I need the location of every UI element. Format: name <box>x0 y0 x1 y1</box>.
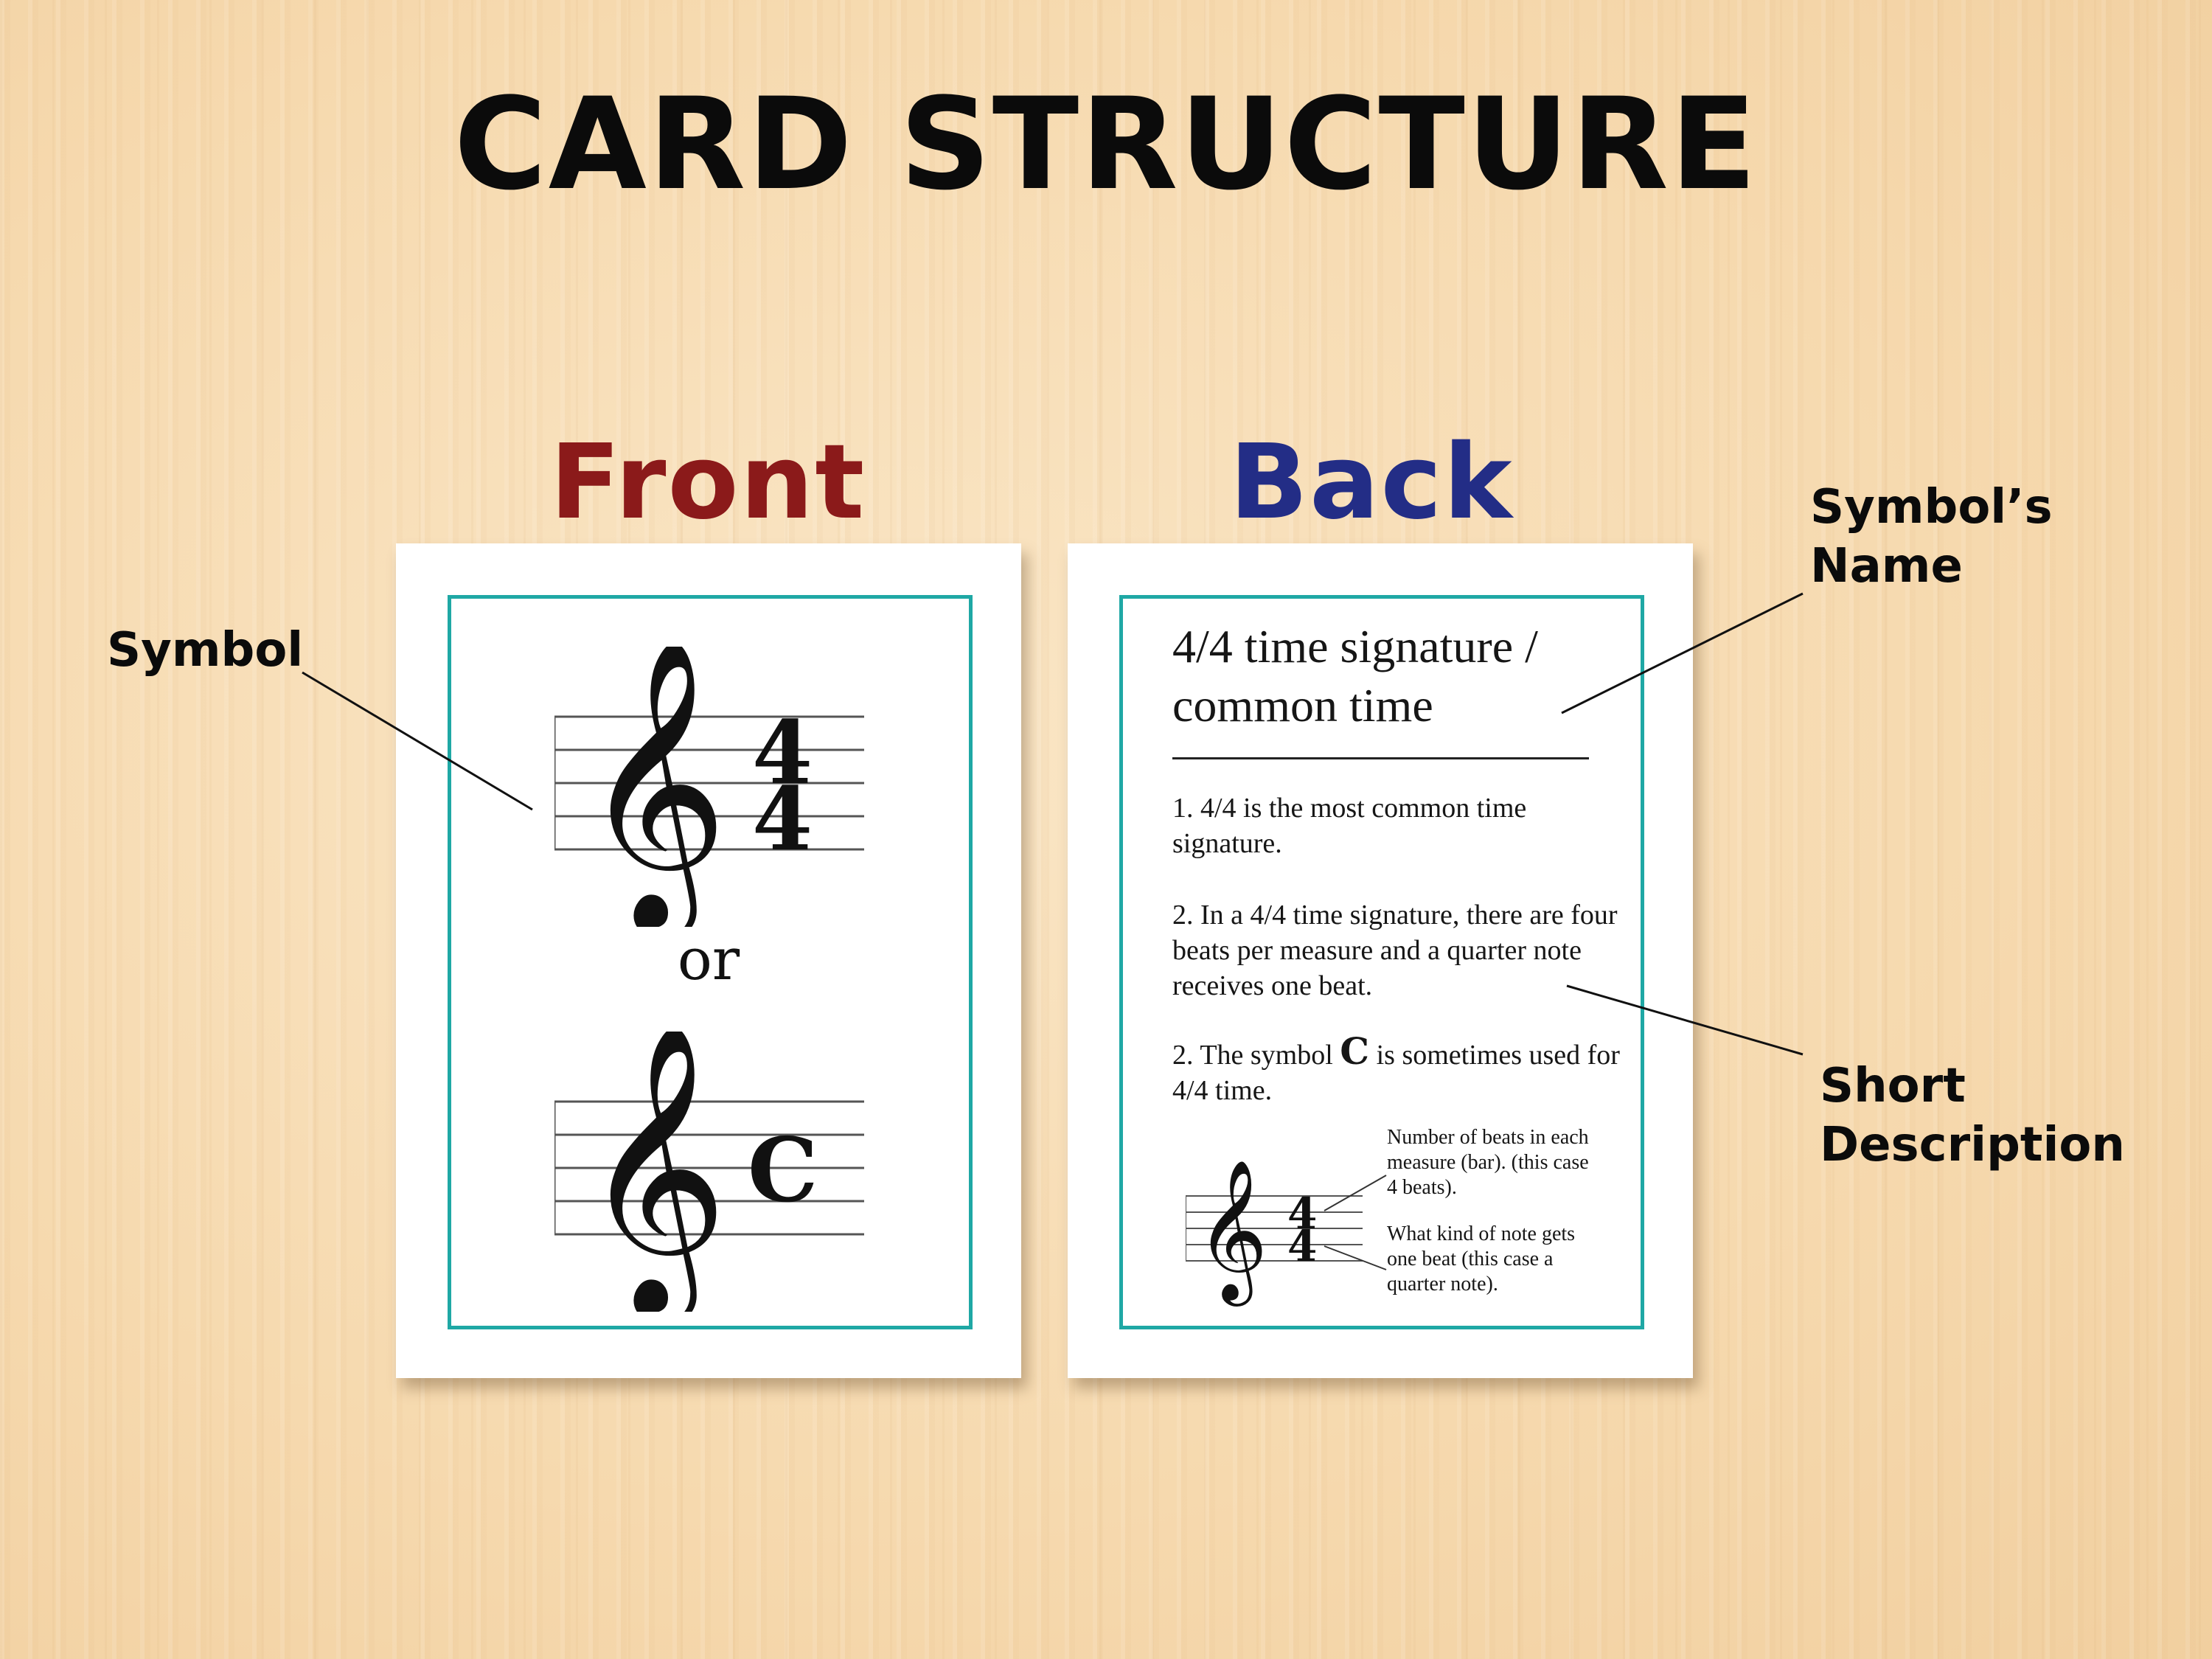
back-point-1: 1. 4/4 is the most common time signature… <box>1172 793 1527 859</box>
denominator-pointer <box>1324 1245 1387 1270</box>
example-numerator: 4 <box>1287 1189 1317 1239</box>
back-title-divider <box>1172 757 1589 759</box>
front-card: 𝄞 4 4 or 𝄞 C <box>396 543 1021 1378</box>
back-heading: Back <box>1229 422 1514 543</box>
treble-clef-icon: 𝄞 <box>580 647 728 927</box>
numerator-pointer <box>1324 1175 1387 1211</box>
front-card-frame <box>448 595 973 1329</box>
staff-lines <box>1186 1195 1363 1262</box>
denominator-note: What kind of note gets one beat (this ca… <box>1387 1222 1576 1295</box>
staff-lines <box>554 1100 864 1236</box>
numerator-note: Number of beats in each measure (bar). (… <box>1387 1126 1589 1199</box>
example-denominator: 4 <box>1287 1221 1317 1271</box>
staff-lines <box>554 715 864 851</box>
back-point-3-before: 2. The symbol <box>1172 1040 1333 1071</box>
staff-with-time-signature: 𝄞 4 4 <box>554 647 864 927</box>
callout-short-description: Short Description <box>1820 1059 2125 1172</box>
front-or-label: or <box>677 927 740 993</box>
time-signature-denominator: 4 <box>752 768 813 870</box>
common-time-icon: C <box>1340 1029 1370 1073</box>
time-signature-numerator: 4 <box>752 701 813 804</box>
back-point-2: 2. In a 4/4 time signature, there are fo… <box>1172 900 1618 1001</box>
staff-with-common-time: 𝄞 C <box>554 1032 864 1312</box>
callout-symbol-name: Symbol’s Name <box>1810 480 2053 594</box>
page-title: CARD STRUCTURE <box>453 70 1759 218</box>
front-heading: Front <box>549 422 866 543</box>
treble-clef-icon: 𝄞 <box>1196 1158 1268 1307</box>
back-card-frame <box>1119 595 1644 1329</box>
back-symbol-name: 4/4 time signature / common time <box>1172 620 1538 731</box>
treble-clef-icon: 𝄞 <box>580 1032 728 1312</box>
callout-symbol: Symbol <box>107 623 304 678</box>
common-time-icon: C <box>748 1119 818 1222</box>
example-staff: 𝄞 4 4 <box>1186 1158 1387 1307</box>
back-point-3: 2. The symbol C is sometimes used for 4/… <box>1172 1033 1630 1108</box>
back-card: 4/4 time signature / common time 1. 4/4 … <box>1068 543 1693 1378</box>
